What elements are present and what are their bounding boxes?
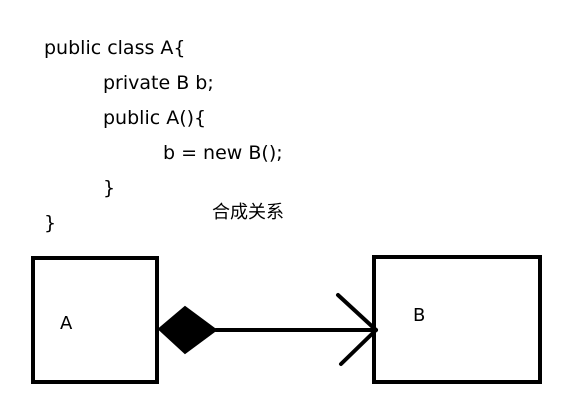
code-line-class-close: } [44,212,57,234]
class-b-label: B [413,305,426,326]
code-line-field-assignment: b = new B(); [163,142,283,164]
class-a-label: A [60,313,73,334]
class-a-box [31,256,159,384]
composition-diamond [157,305,218,355]
arrowhead [336,293,378,366]
code-line-constructor-close: } [103,177,116,199]
code-line-constructor-declaration: public A(){ [103,107,207,129]
class-b-box [372,255,542,384]
code-line-field-declaration: private B b; [103,72,214,94]
code-line-class-declaration: public class A{ [44,37,186,59]
relation-caption: 合成关系 [212,202,284,223]
